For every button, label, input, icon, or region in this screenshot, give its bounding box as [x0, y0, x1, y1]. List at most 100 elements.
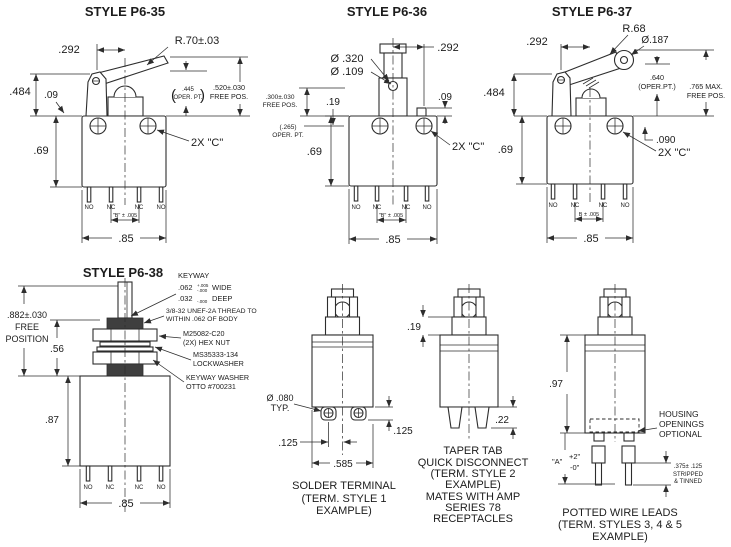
callout-keyway-washer: OTTO #700231: [186, 382, 236, 391]
terminal-label: NC: [135, 485, 144, 491]
solder-caption: SOLDER TERMINAL (TERM. STYLE 1 EXAMPLE): [292, 480, 396, 517]
dim-label: .85: [583, 233, 598, 245]
caption-line: (TERM. STYLE 1: [302, 493, 387, 505]
note-housing: OPENINGS: [659, 419, 704, 429]
caption-line: QUICK DISCONNECT: [418, 457, 529, 469]
caption-line: MATES WITH AMP: [426, 491, 521, 503]
p636-pin: [374, 185, 380, 202]
solder-terminal-drawing: Ø .080 TYP. .125 .125 .585 SOLDER TERMIN…: [266, 284, 413, 517]
p637-parts: [546, 49, 635, 205]
caption-line: TAPER TAB: [443, 445, 502, 457]
dim-label: .69: [307, 146, 322, 158]
callout-lockwasher: LOCKWASHER: [193, 359, 244, 368]
holes-note: 2X "C": [658, 147, 690, 159]
caption-line: SOLDER TERMINAL: [292, 480, 396, 492]
dim-label: .09: [44, 90, 58, 101]
dim-label: FREE POS.: [210, 92, 248, 101]
p637-pin: [622, 183, 628, 200]
dim-label: .85: [118, 233, 133, 245]
p637-mount-hole-left: [554, 117, 572, 135]
caption-line: EXAMPLE): [445, 479, 501, 491]
potted-wire-stripped: [624, 462, 633, 486]
potted-actuator: [597, 288, 633, 336]
dim-label: .56: [50, 344, 64, 355]
potted-lead-stub: [593, 432, 605, 442]
holes-note: 2X "C": [191, 137, 223, 149]
dim-label: (OPER.PT.): [638, 82, 676, 91]
dim-label: .640: [650, 73, 664, 82]
callout-hexnut: (2X) HEX NUT: [183, 338, 231, 347]
p636-mount-hole-left: [371, 117, 389, 135]
callout-keyway-wide-label: WIDE: [212, 283, 232, 292]
dim-label: TYP.: [271, 403, 290, 413]
caption-line: EXAMPLE): [316, 505, 372, 517]
dim-label: .765 MAX.: [689, 82, 723, 91]
potted-dimensions: .97 "A" +2" -0" .375± .125 STRIPPED & TI…: [549, 334, 704, 497]
dim-label: "A": [552, 457, 563, 466]
p637-plunger-dome: [581, 88, 601, 99]
dim-label: FREE POS.: [263, 102, 298, 109]
taper-actuator: [451, 288, 487, 336]
terminal-label: NO: [85, 205, 94, 211]
dim-label: .87: [45, 415, 59, 426]
dim-label: .09: [438, 92, 452, 103]
p637-title: STYLE P6-37: [552, 4, 632, 19]
callout-lockwasher: MS35333-134: [193, 350, 238, 359]
p636-pin: [424, 185, 430, 202]
dim-label: STRIPPED: [673, 472, 704, 478]
p637-pin: [550, 183, 556, 200]
potted-wire-insulation: [591, 445, 606, 464]
p638-title: STYLE P6-38: [83, 265, 163, 280]
style-p6-38-drawing: STYLE P6-38 .882±.030: [5, 265, 257, 512]
potted-lead-stub: [623, 432, 635, 442]
dim-label: Ø .320: [330, 53, 363, 65]
caption-line: SERIES 78: [445, 502, 501, 514]
p638-pin: [136, 465, 142, 482]
potted-housing-opening: [589, 418, 640, 433]
dim-label: .484: [483, 87, 504, 99]
solder-terminal-hole: [323, 407, 334, 419]
p636-mount-hole-right: [415, 117, 433, 135]
dim-label: .85: [385, 234, 400, 246]
p638-dimensions: .882±.030 FREE POSITION .56 .87 NO NC NC…: [5, 285, 171, 510]
taper-tab: [447, 406, 463, 429]
dim-label: .19: [407, 322, 421, 333]
dim-label: OPER. PT.: [272, 132, 304, 139]
p636-dimensions: Ø .320 Ø .109 .292 .09 .300±.030 FREE PO…: [263, 42, 485, 246]
p635-dimensions: .292 R.70±.03 .484 .09 ( .445 OPER. PT. …: [9, 35, 250, 245]
dim-label: .125: [278, 438, 298, 449]
dim-label: B ± .005: [579, 212, 599, 218]
dim-label: -0": [570, 463, 580, 472]
dim-label: .090: [656, 135, 676, 146]
p637-mount-hole-right: [606, 117, 624, 135]
p635-pin: [108, 186, 114, 203]
callout-keyway-washer: KEYWAY WASHER: [186, 373, 249, 382]
callout-thread: 3/8-32 UNEF-2A THREAD TO: [166, 308, 257, 315]
terminal-label: NO: [549, 203, 558, 209]
caption-line: RECEPTACLES: [433, 513, 513, 525]
dim-label: .97: [549, 379, 563, 390]
dim-label: .300±.030: [266, 94, 295, 101]
dim-label: Ø .080: [266, 393, 293, 403]
terminal-label: NO: [423, 205, 432, 211]
dim-label: FREE: [15, 322, 39, 332]
dim-label: "B" ± .005: [113, 213, 137, 219]
dim-label: .445: [182, 87, 194, 93]
taper-body: [439, 334, 499, 408]
paren-close: ): [200, 87, 205, 104]
dim-label: R.68: [622, 23, 645, 35]
terminal-label: NO: [157, 205, 166, 211]
note-housing: OPTIONAL: [659, 429, 702, 439]
dim-label: .292: [526, 36, 547, 48]
taper-tab: [474, 406, 490, 429]
p637-pin: [600, 183, 606, 200]
p636-pin: [403, 185, 409, 202]
p635-title: STYLE P6-35: [85, 4, 165, 19]
dim-label: POSITION: [5, 334, 48, 344]
dim-label: OPER. PT.: [173, 95, 202, 101]
style-p6-36-drawing: STYLE P6-36 Ø .320 Ø .109 .292 .09: [263, 4, 485, 246]
caption-line: POTTED WIRE LEADS: [562, 507, 678, 519]
solder-actuator: [324, 288, 361, 336]
